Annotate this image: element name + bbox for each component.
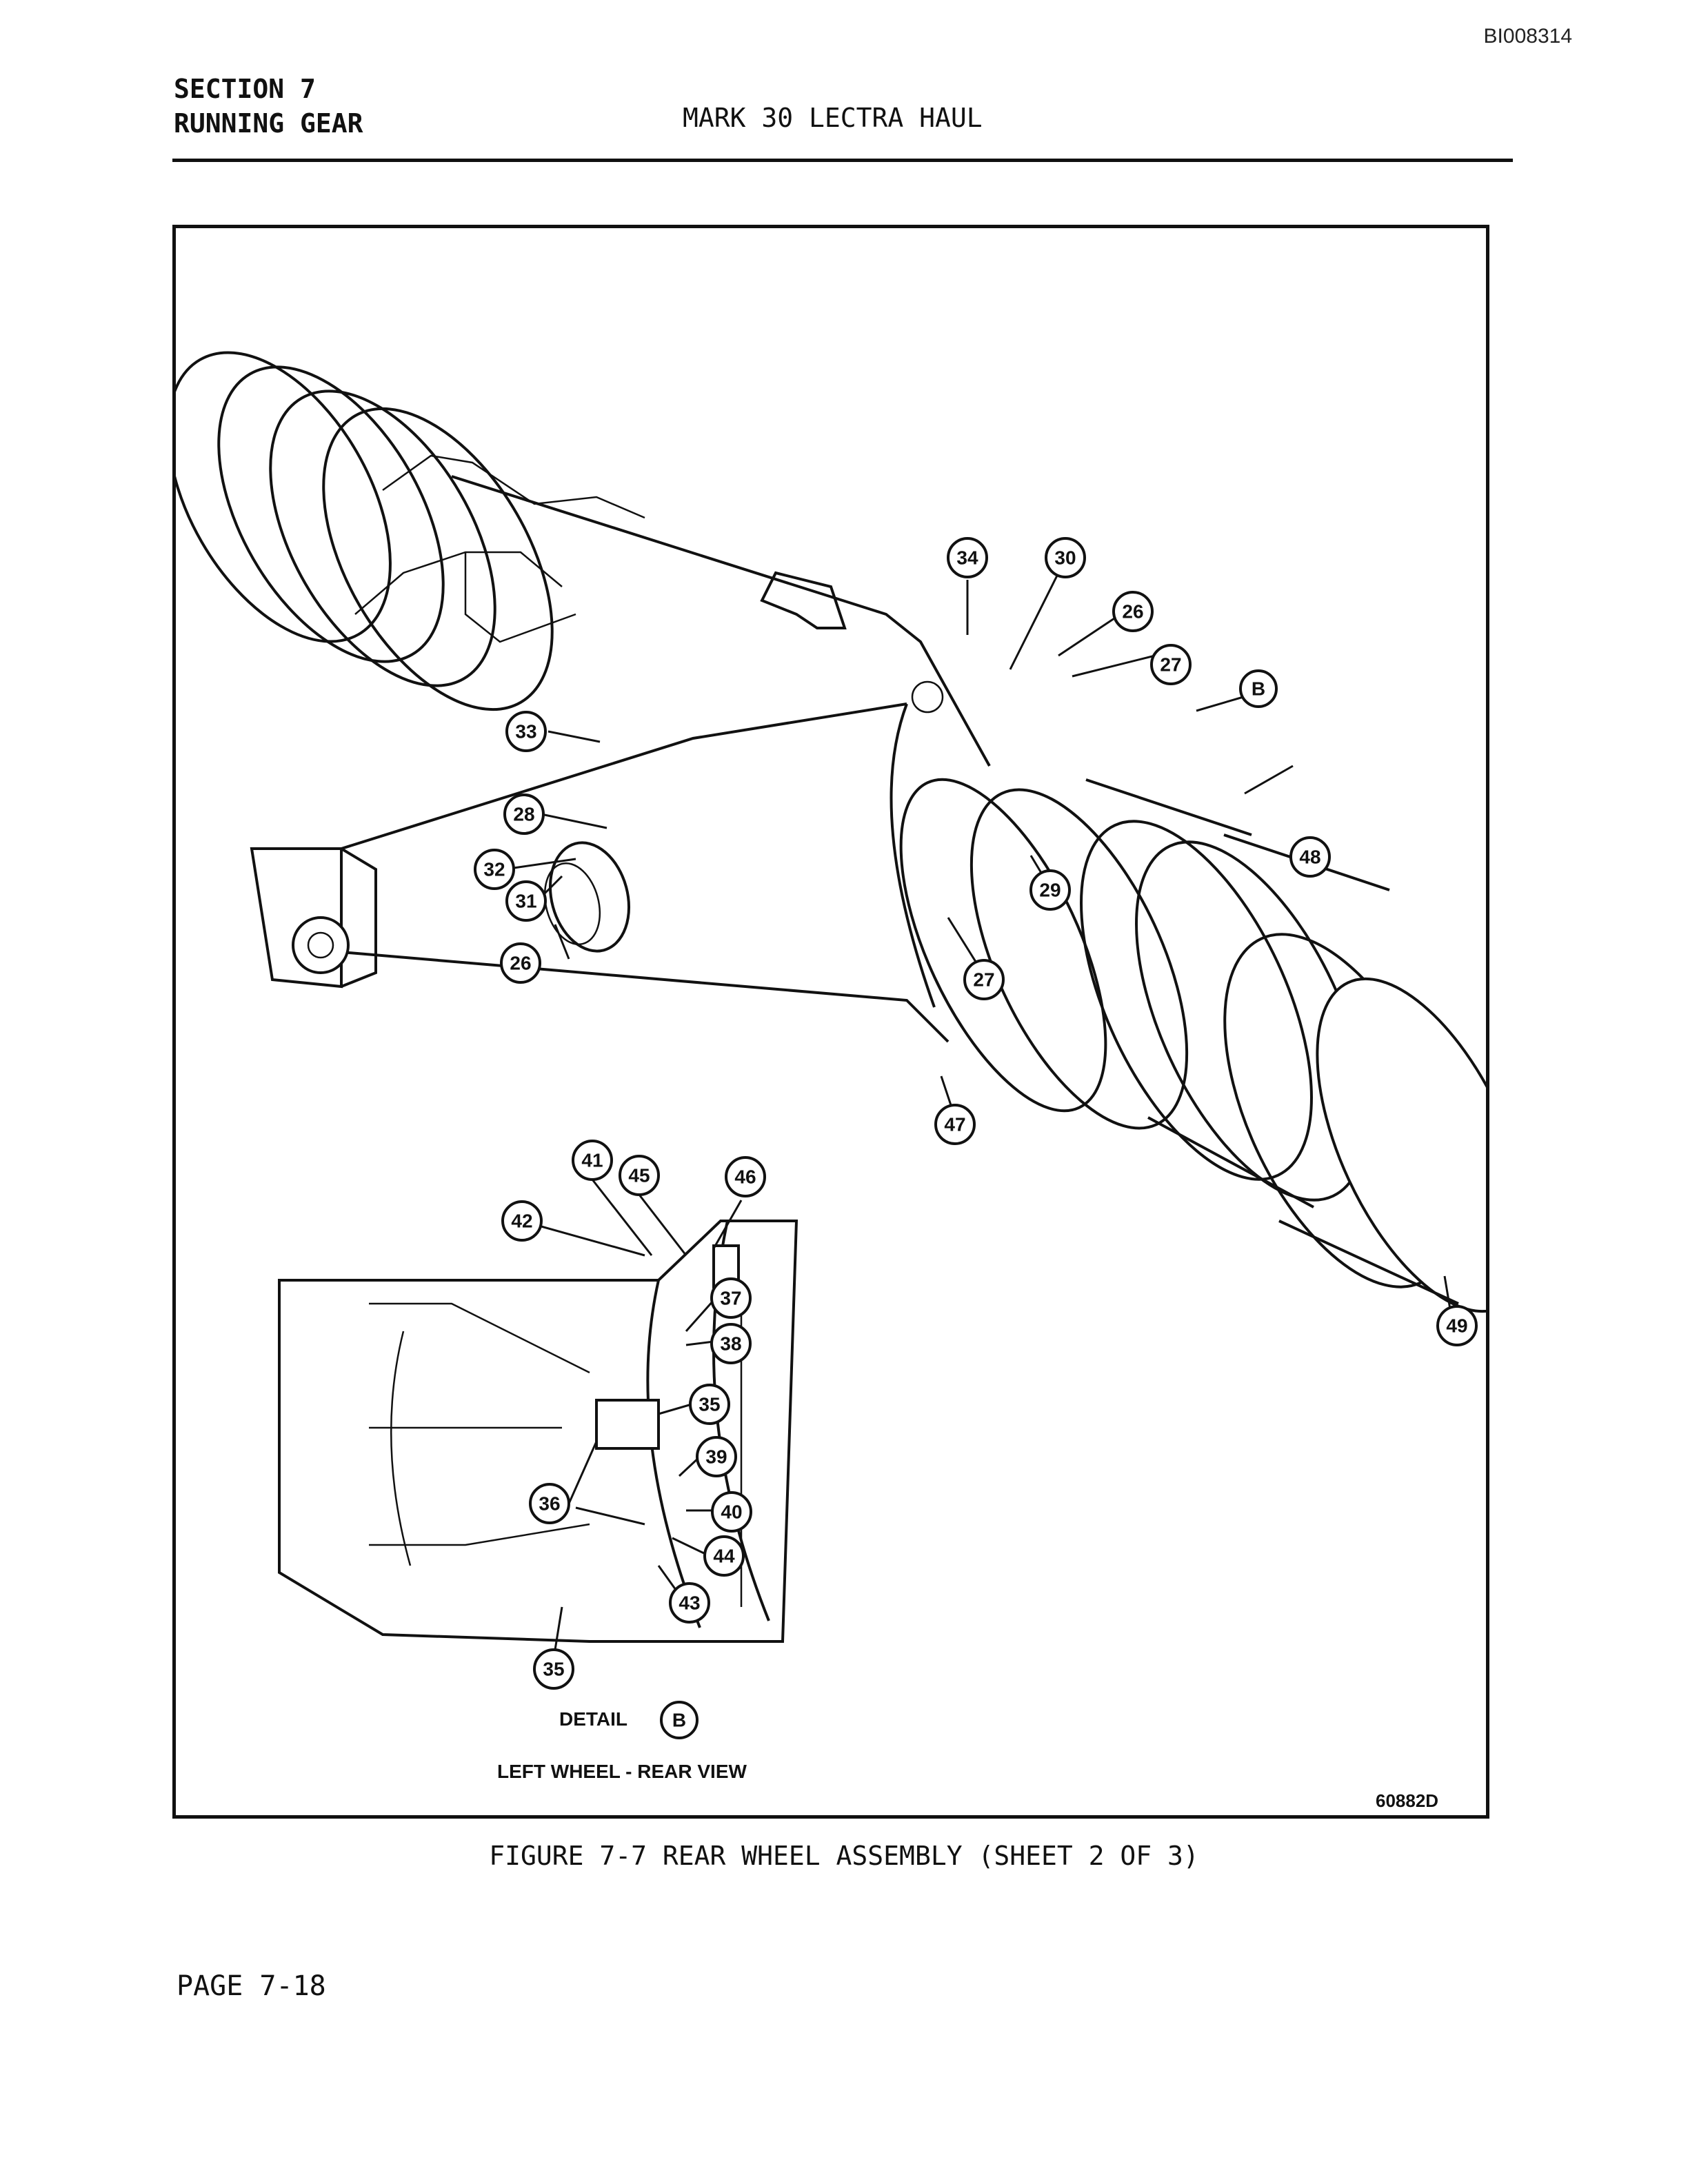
callout-29-label: 29 xyxy=(1039,880,1061,901)
callout-27-lower-label: 27 xyxy=(973,969,994,991)
callout-41: 41 xyxy=(572,1140,613,1181)
callout-32-label: 32 xyxy=(483,859,505,880)
callout-40-label: 40 xyxy=(721,1502,742,1523)
callout-41-label: 41 xyxy=(581,1150,603,1171)
chapter-title: RUNNING GEAR xyxy=(174,108,363,139)
callout-27-label: 27 xyxy=(1160,654,1181,676)
right-wheel-hub xyxy=(899,778,1486,1313)
header-divider xyxy=(172,159,1513,162)
callout-26: 26 xyxy=(1112,591,1154,632)
manual-title: MARK 30 LECTRA HAUL xyxy=(683,103,983,133)
detail-caption: LEFT WHEEL - REAR VIEW xyxy=(497,1761,747,1782)
section-header: SECTION 7 RUNNING GEAR xyxy=(174,72,363,141)
callout-33: 33 xyxy=(505,711,547,752)
callout-44-label: 44 xyxy=(713,1546,735,1567)
axle-housing xyxy=(250,475,991,1043)
callout-48: 48 xyxy=(1289,836,1331,878)
callout-42-label: 42 xyxy=(511,1211,532,1232)
main-callouts: 34 30 26 33 27 B 28 48 32 29 31 26 27 47… xyxy=(474,537,1478,1346)
callout-30-label: 30 xyxy=(1054,547,1076,569)
callout-26-label: 26 xyxy=(1122,601,1143,623)
figure-caption: FIGURE 7-7 REAR WHEEL ASSEMBLY (SHEET 2 … xyxy=(489,1841,1199,1871)
callout-37: 37 xyxy=(710,1277,752,1319)
callout-46: 46 xyxy=(725,1156,766,1197)
detail-label-text: DETAIL xyxy=(559,1708,627,1730)
callout-35: 35 xyxy=(689,1384,730,1425)
callout-28-label: 28 xyxy=(513,804,534,825)
detail-callouts: 41 45 46 42 37 38 35 39 36 40 44 43 35 xyxy=(501,1140,766,1690)
callout-34-label: 34 xyxy=(956,547,978,569)
detail-ref: B xyxy=(672,1710,686,1731)
left-wheel-hub xyxy=(176,351,645,711)
figure-frame: 34 30 26 33 27 B 28 48 32 29 31 26 27 47… xyxy=(172,225,1489,1819)
callout-39: 39 xyxy=(696,1436,737,1477)
page-number: PAGE 7-18 xyxy=(177,1970,326,2002)
callout-36: 36 xyxy=(529,1483,570,1524)
callout-35-lower-label: 35 xyxy=(543,1659,564,1680)
section-number: SECTION 7 xyxy=(174,74,316,104)
document-id: BI008314 xyxy=(1483,25,1572,48)
drawing-number: 60882D xyxy=(1376,1790,1438,1811)
callout-34: 34 xyxy=(947,537,988,578)
callout-28: 28 xyxy=(503,793,545,835)
callout-30: 30 xyxy=(1045,537,1086,578)
callout-49: 49 xyxy=(1436,1305,1478,1346)
callout-48-label: 48 xyxy=(1299,847,1320,868)
callout-42: 42 xyxy=(501,1200,543,1242)
callout-33-label: 33 xyxy=(515,721,536,742)
callout-38-label: 38 xyxy=(720,1333,741,1355)
axle-drawing xyxy=(176,351,1486,1313)
callout-b: B xyxy=(1239,669,1278,708)
callout-43: 43 xyxy=(669,1582,710,1624)
callout-35-lower: 35 xyxy=(533,1648,574,1690)
callout-27-lower: 27 xyxy=(963,959,1005,1000)
callout-45-label: 45 xyxy=(628,1165,650,1186)
callout-44: 44 xyxy=(703,1535,745,1577)
callout-46-label: 46 xyxy=(734,1166,756,1188)
callout-36-label: 36 xyxy=(539,1493,560,1515)
callout-39-label: 39 xyxy=(705,1446,727,1468)
callout-49-label: 49 xyxy=(1446,1315,1467,1337)
callout-45: 45 xyxy=(619,1155,660,1196)
callout-27: 27 xyxy=(1150,644,1192,685)
callout-31: 31 xyxy=(505,880,547,922)
callout-31-label: 31 xyxy=(515,891,536,912)
callout-47-label: 47 xyxy=(944,1114,965,1135)
callout-38: 38 xyxy=(710,1323,752,1364)
callout-47: 47 xyxy=(934,1104,976,1145)
callout-26-lower-label: 26 xyxy=(510,953,531,974)
callout-26-lower: 26 xyxy=(500,942,541,984)
callout-43-label: 43 xyxy=(679,1593,700,1614)
callout-35-label: 35 xyxy=(699,1394,720,1415)
rear-wheel-assembly-drawing: 34 30 26 33 27 B 28 48 32 29 31 26 27 47… xyxy=(176,351,1486,1811)
callout-40: 40 xyxy=(711,1491,752,1533)
detail-label: DETAIL B LEFT WHEEL - REAR VIEW xyxy=(497,1701,747,1782)
callout-32: 32 xyxy=(474,849,515,890)
callout-b-label: B xyxy=(1252,678,1265,700)
callout-37-label: 37 xyxy=(720,1288,741,1309)
callout-29: 29 xyxy=(1029,869,1071,911)
